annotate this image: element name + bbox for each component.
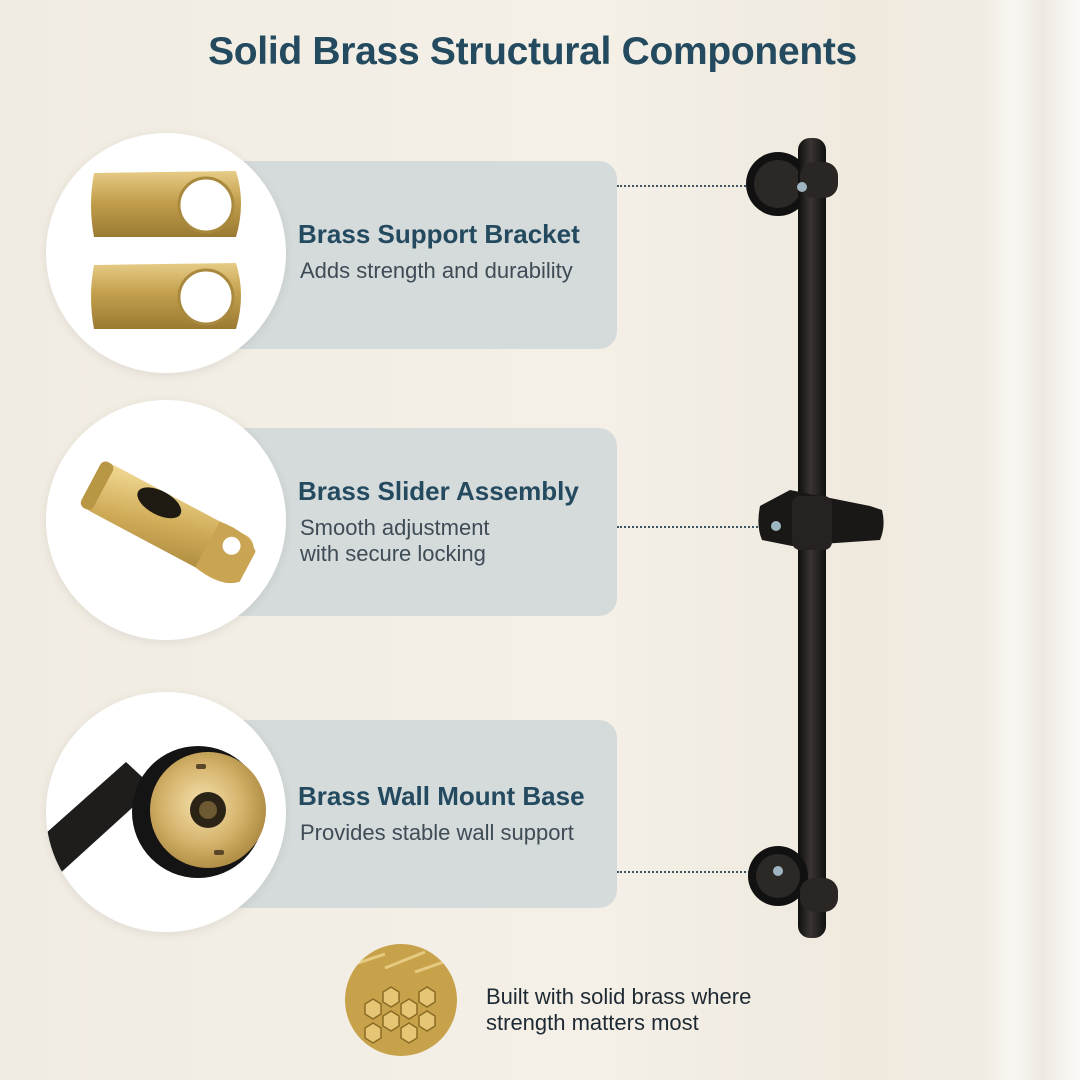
feature-panel-wall-mount xyxy=(225,720,617,908)
feature-description: with secure locking xyxy=(300,541,486,566)
shower-slide-bar-illustration xyxy=(740,130,900,950)
leader-line xyxy=(617,185,802,187)
footer-text: Built with solid brass where strength ma… xyxy=(486,984,751,1036)
feature-description: Provides stable wall support xyxy=(300,820,574,845)
page-title: Solid Brass Structural Components xyxy=(208,30,857,73)
wall-mount-base-icon xyxy=(46,692,286,932)
curtain-background xyxy=(985,0,1080,1080)
leader-line xyxy=(617,526,777,528)
feature-panel-slider xyxy=(225,428,617,616)
brass-slider-icon xyxy=(46,400,286,640)
brass-bracket-icon xyxy=(46,133,286,373)
feature-title: Brass Slider Assembly xyxy=(298,476,579,506)
footer-line: Built with solid brass where xyxy=(486,984,752,1009)
feature-title: Brass Support Bracket xyxy=(298,219,580,249)
feature-description: Adds strength and durability xyxy=(300,258,573,283)
feature-title: Brass Wall Mount Base xyxy=(298,781,585,811)
feature-description: Smooth adjustment xyxy=(300,515,490,540)
brass-rods-icon xyxy=(345,944,457,1056)
feature-panel-bracket xyxy=(225,161,617,349)
leader-line xyxy=(617,871,777,873)
footer-line: strength matters most xyxy=(486,1010,699,1035)
